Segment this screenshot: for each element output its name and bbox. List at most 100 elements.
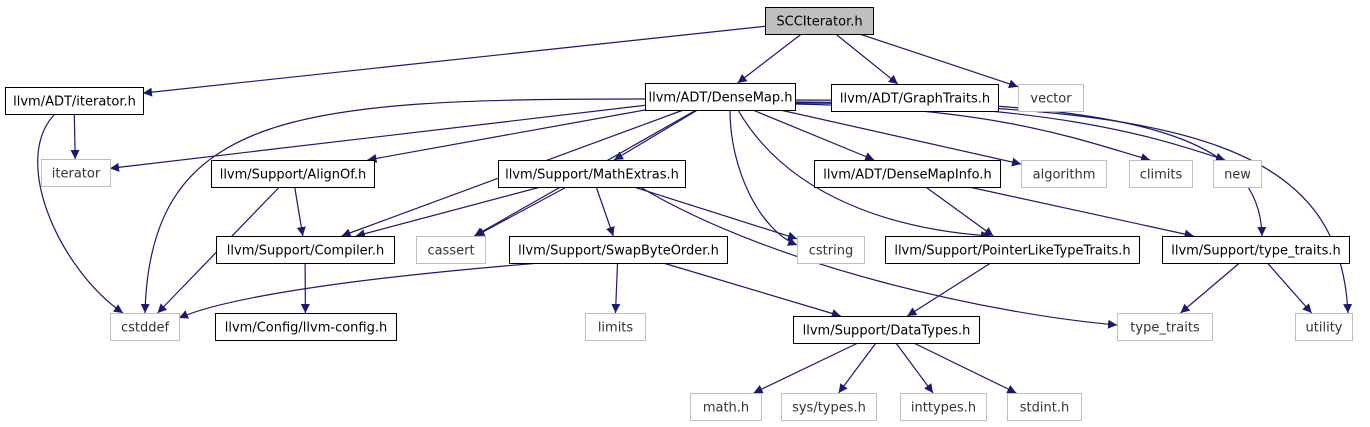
edge-scc-to-graphtraits [835, 33, 899, 85]
edge-datatypes-to-inttypes [895, 342, 934, 394]
node-box [781, 393, 877, 421]
node-scciterator-h: SCCIterator.h [765, 7, 874, 35]
edge-mathextras-to-type_traits [639, 186, 1118, 329]
node-label: vector [1030, 92, 1072, 107]
node-llvm-support-swapbyteorder-h[interactable]: llvm/Support/SwapByteOrder.h [509, 236, 728, 264]
node-sys-types-h[interactable]: sys/types.h [781, 393, 877, 421]
node-llvm-support-datatypes-h[interactable]: llvm/Support/DataTypes.h [793, 316, 980, 344]
edge-densemap-to-cstring [729, 109, 798, 246]
node-label: SCCIterator.h [776, 15, 862, 30]
node-label: llvm/Support/AlignOf.h [220, 168, 367, 183]
node-inttypes-h[interactable]: inttypes.h [900, 393, 987, 421]
node-box [215, 313, 397, 341]
node-label: llvm/Support/DataTypes.h [803, 324, 971, 339]
edge-swapbyteorder-to-cstddef [178, 262, 541, 319]
node-box [1117, 313, 1213, 341]
node-box [509, 236, 728, 264]
edge-densemapinfo-to-typetraitsh [968, 186, 1194, 239]
node-label: cassert [427, 244, 474, 259]
node-cstddef[interactable]: cstddef [110, 313, 180, 341]
node-climits[interactable]: climits [1129, 160, 1193, 188]
node-label: math.h [703, 401, 749, 416]
node-box [5, 87, 144, 115]
node-iterator[interactable]: iterator [41, 159, 111, 187]
node-label: llvm/Config/llvm-config.h [225, 321, 387, 336]
node-label: sys/types.h [792, 401, 866, 416]
node-label: utility [1306, 321, 1343, 336]
node-vector[interactable]: vector [1018, 84, 1084, 112]
node-box [416, 236, 486, 264]
edge-densemap-to-algorithm [780, 109, 1022, 167]
edge-datatypes-to-mathh [753, 342, 859, 394]
node-label: cstring [809, 244, 853, 259]
node-llvm-support-compiler-h[interactable]: llvm/Support/Compiler.h [216, 236, 395, 264]
node-label: new [1224, 168, 1251, 183]
node-cassert[interactable]: cassert [416, 236, 486, 264]
edge-scc-to-iterh [142, 25, 766, 97]
node-label: llvm/Support/type_traits.h [1171, 244, 1341, 259]
node-llvm-adt-densemapinfo-h[interactable]: llvm/ADT/DenseMapInfo.h [814, 160, 1001, 188]
edge-densemap-to-densemapinfo [752, 109, 875, 161]
node-math-h[interactable]: math.h [690, 393, 762, 421]
node-label: stdint.h [1020, 401, 1069, 416]
node-box [1018, 84, 1084, 112]
edge-iterh-to-cstddef [37, 113, 124, 314]
node-cstring[interactable]: cstring [797, 236, 865, 264]
edge-mathextras-to-compiler [355, 186, 541, 239]
node-box [645, 83, 796, 111]
edge-mathextras-to-swapbyteorder [595, 186, 615, 237]
node-label: limits [598, 321, 634, 336]
node-box [211, 160, 375, 188]
edge-datatypes-to-stdint [913, 342, 1017, 394]
node-label: llvm/ADT/GraphTraits.h [840, 92, 990, 107]
node-label: inttypes.h [911, 401, 976, 416]
node-box [110, 313, 180, 341]
node-label: cstddef [121, 321, 170, 336]
edge-typetraitsh-to-type_traits [1180, 262, 1240, 314]
nodes-layer: SCCIterator.h llvm/ADT/iterator.h llvm/ADT… [5, 7, 1353, 421]
edge-mathextras-to-cassert [475, 186, 567, 237]
node-box [498, 160, 686, 188]
edge-densemap-to-iterator [109, 104, 646, 172]
node-box [797, 236, 865, 264]
edge-scc-to-densemap [737, 33, 802, 84]
node-new[interactable]: new [1213, 160, 1262, 188]
node-algorithm[interactable]: algorithm [1021, 160, 1107, 188]
node-label: iterator [52, 167, 101, 182]
node-box [814, 160, 1001, 188]
node-label: climits [1140, 168, 1183, 183]
node-box [1295, 313, 1353, 341]
node-llvm-adt-densemap-h[interactable]: llvm/ADT/DenseMap.h [645, 83, 796, 111]
node-box [900, 393, 987, 421]
edge-datatypes-to-systypes [838, 342, 877, 394]
node-box [765, 7, 874, 35]
node-box [1021, 160, 1107, 188]
node-limits[interactable]: limits [585, 313, 646, 341]
node-box [885, 236, 1140, 264]
edge-densemap-to-cstddef [140, 98, 646, 314]
node-box [41, 159, 111, 187]
node-box [831, 84, 999, 112]
node-llvm-support-alignof-h[interactable]: llvm/Support/AlignOf.h [211, 160, 375, 188]
edge-mathextras-to-cstring [633, 186, 798, 241]
node-label: llvm/Support/MathExtras.h [505, 168, 679, 183]
node-llvm-config-llvm-config-h[interactable]: llvm/Config/llvm-config.h [215, 313, 397, 341]
node-utility[interactable]: utility [1295, 313, 1353, 341]
edge-scc-to-vector [859, 33, 1019, 89]
node-label: type_traits [1130, 321, 1200, 336]
edge-swapbyteorder-to-datatypes [663, 262, 841, 318]
edge-densemap-to-pointerlike [737, 109, 991, 240]
edge-densemapinfo-to-pointerlike [925, 186, 994, 237]
node-llvm-support-pointerliketypetraits-h[interactable]: llvm/Support/PointerLikeTypeTraits.h [885, 236, 1140, 264]
node-type-traits[interactable]: type_traits [1117, 313, 1213, 341]
edge-densemap-to-climits [794, 103, 1151, 162]
node-llvm-support-type-traits-h[interactable]: llvm/Support/type_traits.h [1162, 236, 1350, 264]
node-llvm-adt-iterator-h[interactable]: llvm/ADT/iterator.h [5, 87, 144, 115]
node-stdint-h[interactable]: stdint.h [1007, 393, 1082, 421]
node-box [1129, 160, 1193, 188]
node-llvm-adt-graphtraits-h[interactable]: llvm/ADT/GraphTraits.h [831, 84, 999, 112]
edge-densemap-to-mathextras [613, 109, 698, 161]
node-label: llvm/ADT/DenseMapInfo.h [823, 168, 991, 183]
node-box [1213, 160, 1262, 188]
node-llvm-support-mathextras-h[interactable]: llvm/Support/MathExtras.h [498, 160, 686, 188]
